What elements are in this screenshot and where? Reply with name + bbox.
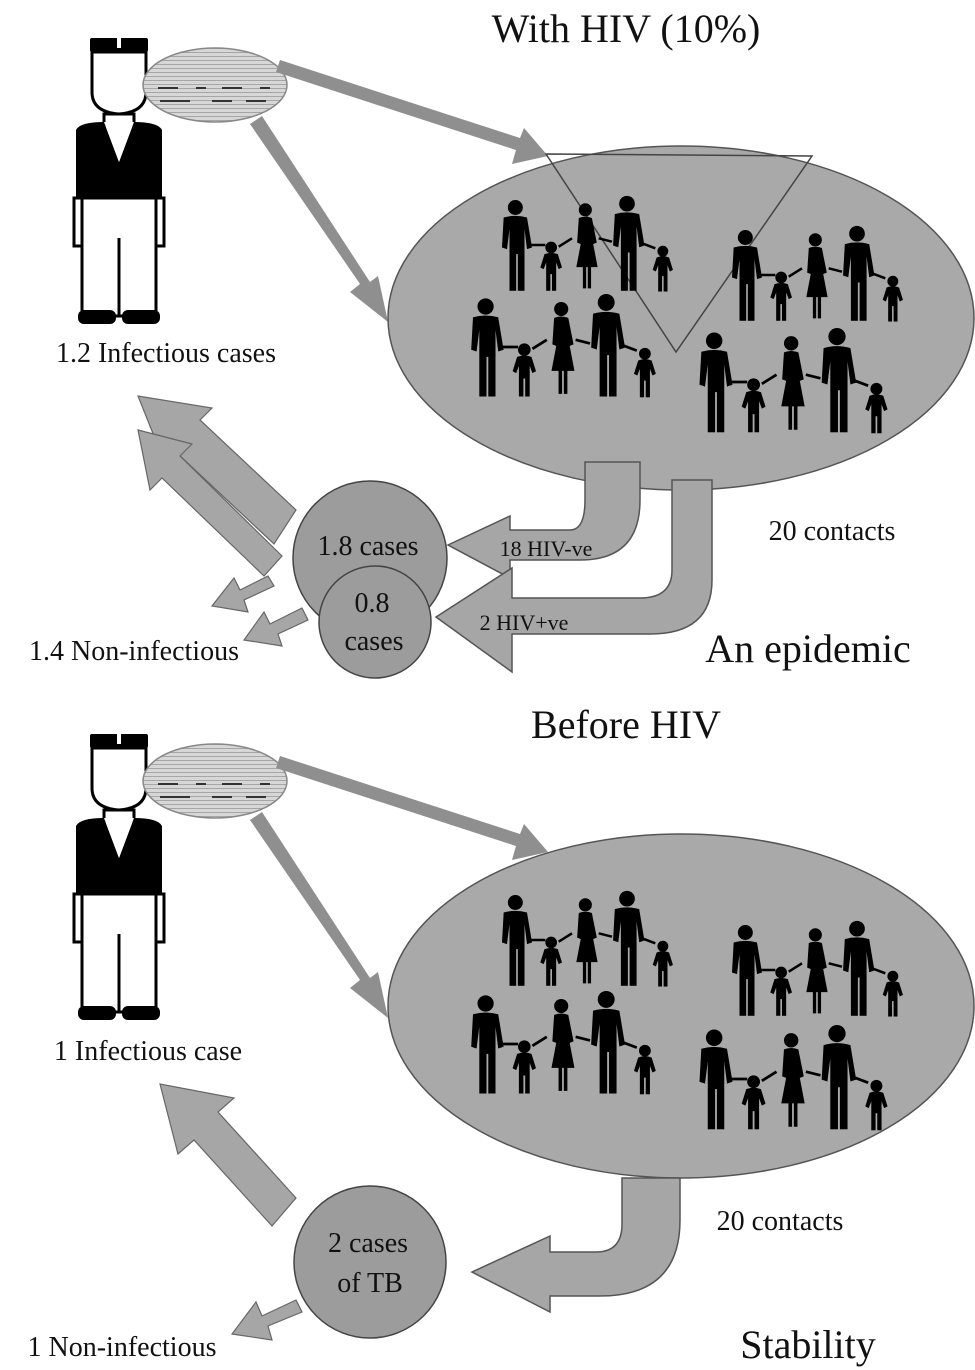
source-label: 1.2 Infectious cases xyxy=(56,338,276,369)
noninfectious-arrow xyxy=(230,1299,303,1341)
hiv-neg-label: 18 HIV-ve xyxy=(500,536,593,561)
cases-small-word: cases xyxy=(344,626,403,657)
outcome-label: An epidemic xyxy=(705,626,911,671)
noninfectious-label: 1 Non-infectious xyxy=(28,1332,217,1363)
cases-circle xyxy=(293,1185,447,1339)
contacts-label: 20 contacts xyxy=(769,516,896,547)
cases-big-label: 1.8 cases xyxy=(317,531,418,562)
source-label: 1 Infectious case xyxy=(54,1036,242,1067)
cases-line1: 2 cases xyxy=(328,1228,408,1259)
noninfectious-arrows xyxy=(210,575,309,647)
contacts-label: 20 contacts xyxy=(717,1206,844,1237)
hiv-pos-label: 2 HIV+ve xyxy=(480,610,569,635)
infectious-return-arrow xyxy=(159,1083,297,1227)
top-panel: With HIV (10%) 1.2 Infectious cases xyxy=(29,6,975,679)
infectious-return-arrows xyxy=(137,395,297,577)
hiv-pos-arrow xyxy=(434,479,713,674)
contacts-to-cases-arrow xyxy=(470,1177,681,1314)
cases-circle-hiv-pos xyxy=(318,565,432,679)
cases-line2: of TB xyxy=(337,1268,403,1299)
noninfectious-label: 1.4 Non-infectious xyxy=(29,636,239,667)
cough-cloud-icon xyxy=(142,743,288,819)
contacts-ellipse xyxy=(387,833,975,1179)
transmission-arrows xyxy=(250,60,548,322)
bottom-panel: Before HIV 1 Infectious case 20 contacts xyxy=(28,702,975,1367)
outcome-label: Stability xyxy=(740,1322,876,1367)
transmission-arrows xyxy=(250,756,548,1018)
hiv-neg-arrow xyxy=(446,461,641,580)
cases-small-number: 0.8 xyxy=(355,588,390,619)
top-panel-title: With HIV (10%) xyxy=(492,6,761,51)
bottom-panel-title: Before HIV xyxy=(531,702,721,747)
cough-cloud-icon xyxy=(142,47,288,123)
